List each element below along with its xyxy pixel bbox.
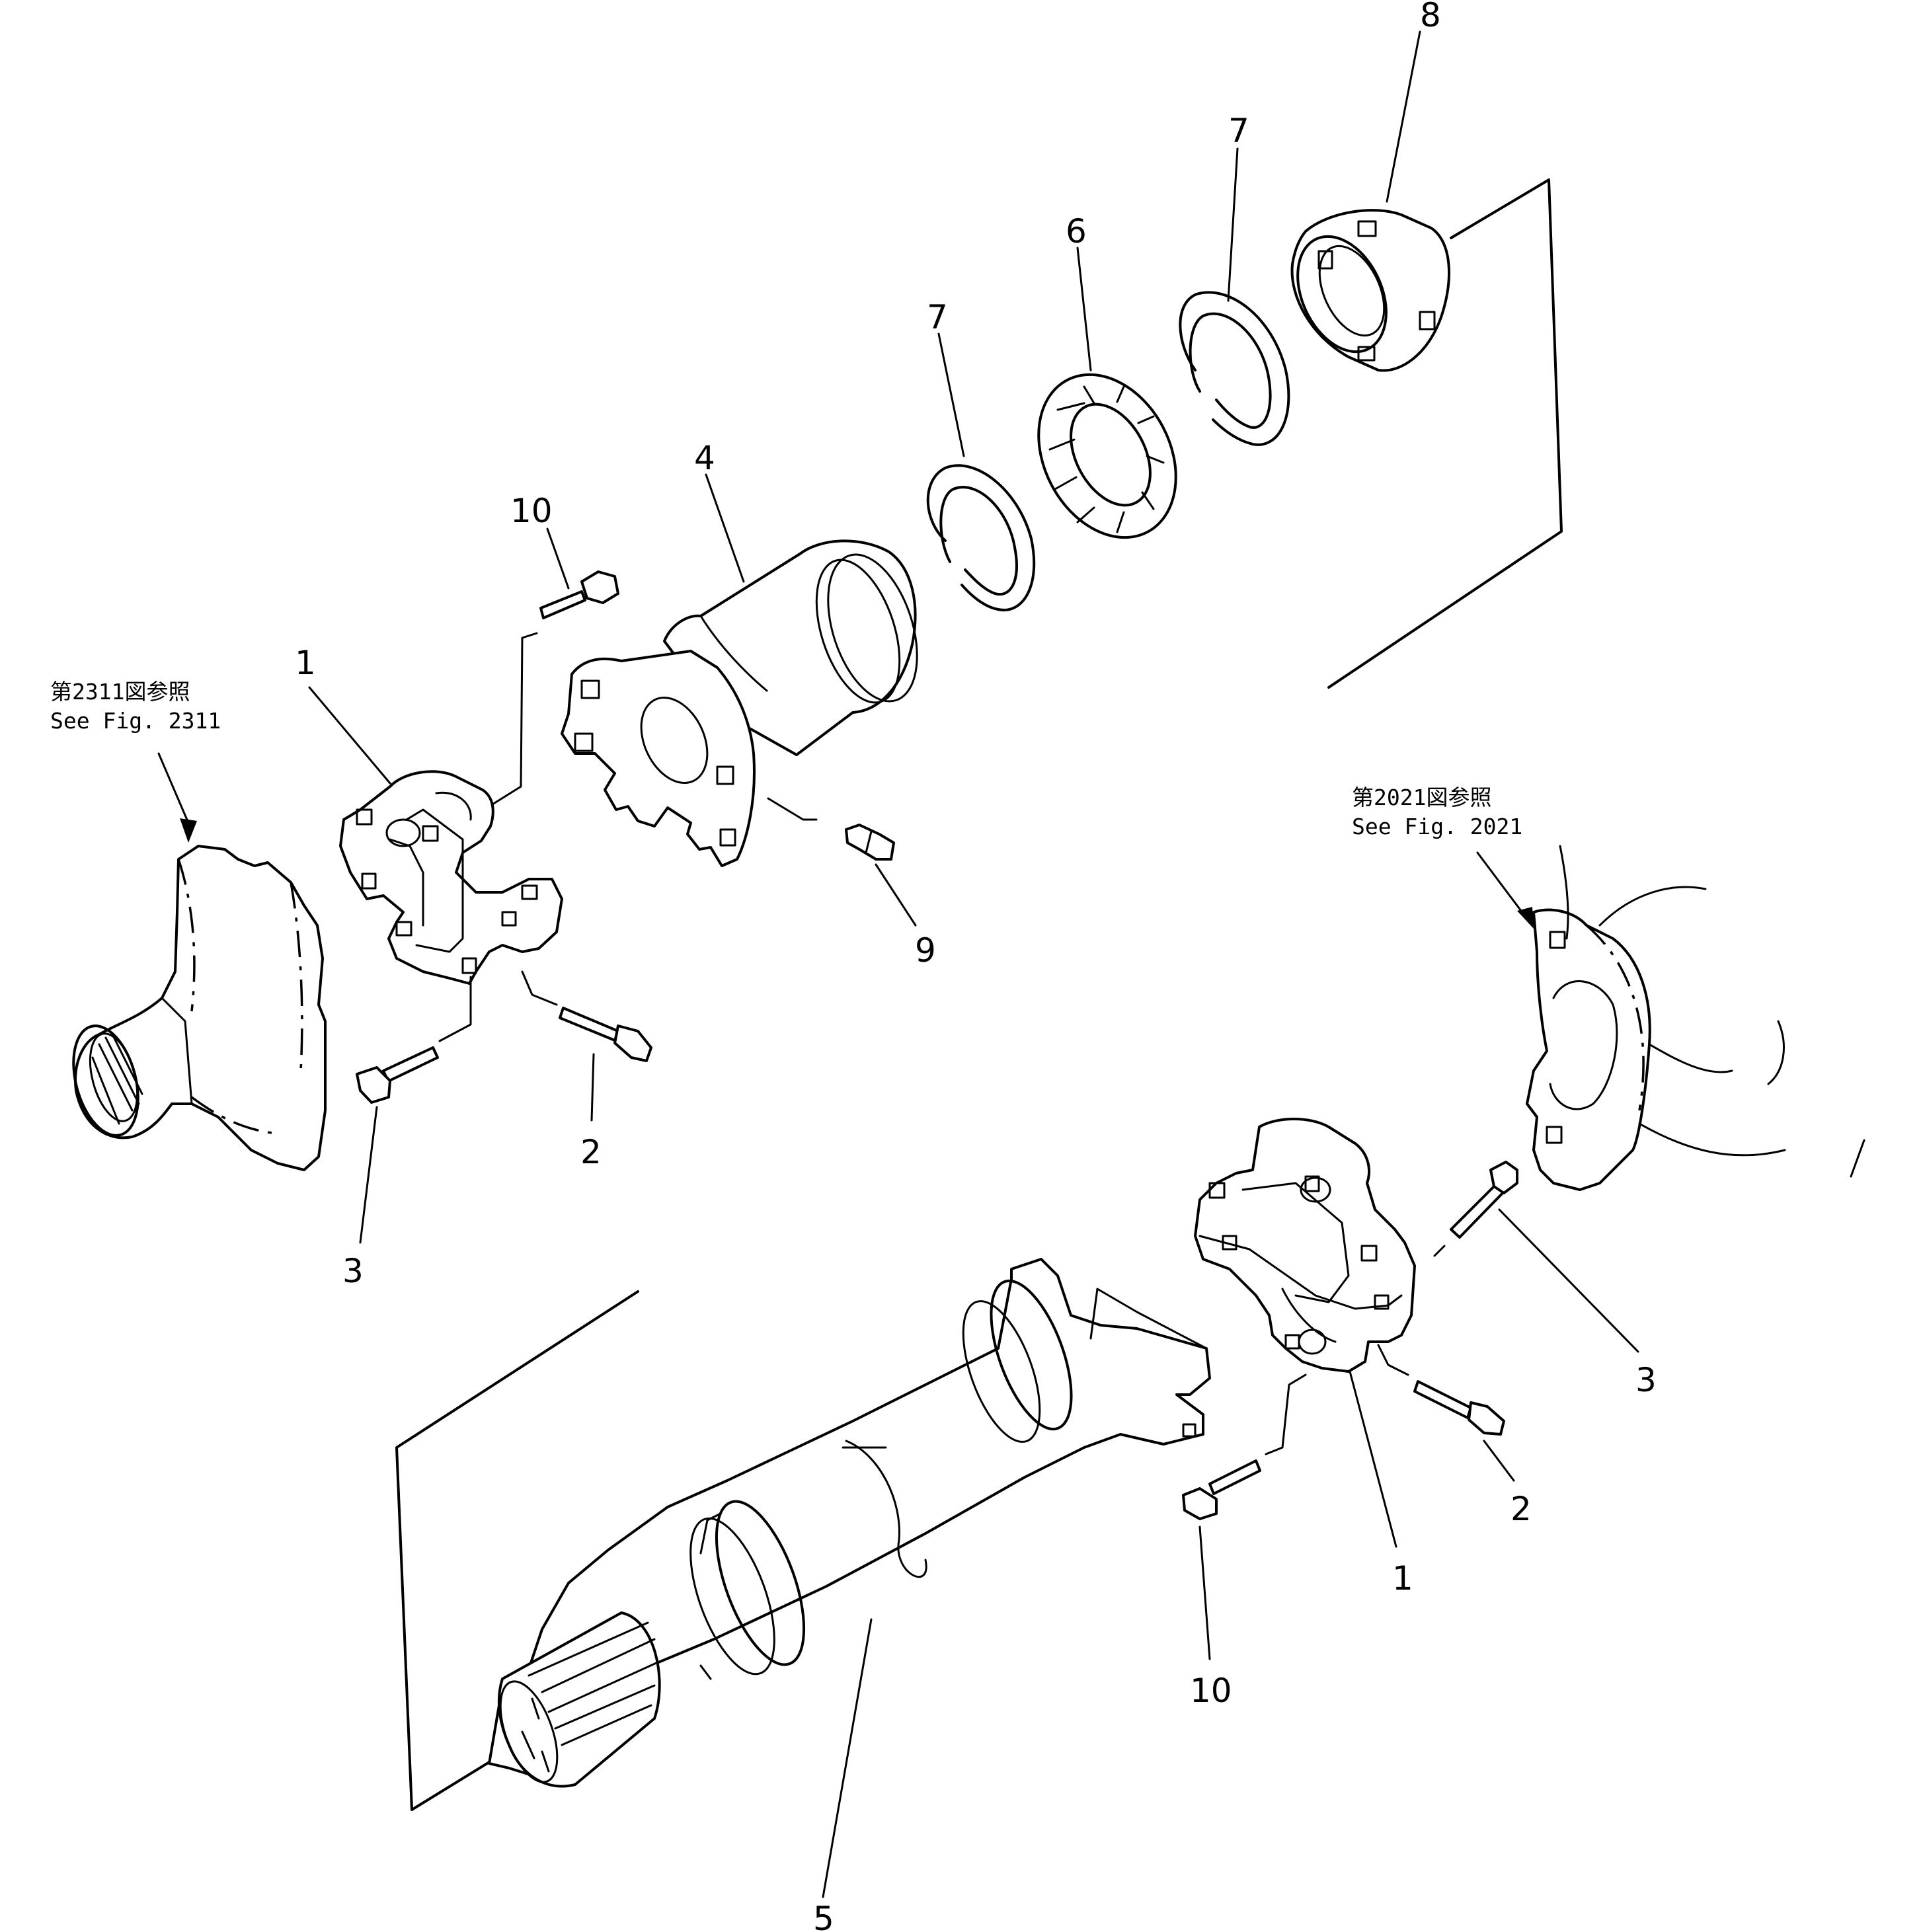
part-6-bearing (1037, 373, 1177, 539)
leader-1-lower (1349, 1370, 1397, 1548)
part-2-bolt-lower (1377, 1344, 1505, 1436)
leader-9 (875, 863, 917, 927)
part-3-bolt-upper (356, 1046, 439, 1104)
part-8-bearing-cage (1290, 209, 1450, 372)
reference-arrow-fig2311 (157, 752, 197, 843)
leader-6 (1076, 247, 1092, 371)
leader-1-upper (308, 686, 391, 785)
callout-10-upper: 10 (510, 492, 553, 530)
callout-3-upper: 3 (342, 1252, 364, 1290)
callout-1-lower: 1 (1392, 1559, 1413, 1598)
part-1-universal-joint-lower (1194, 1118, 1416, 1373)
part-10-bolt-lower (1182, 1459, 1261, 1520)
callout-6: 6 (1066, 212, 1087, 251)
part-9-grease-nipple (845, 824, 895, 861)
callout-10-lower: 10 (1190, 1672, 1232, 1710)
reference-arrow-fig2021 (1476, 851, 1534, 929)
leader-7-left (937, 332, 965, 457)
callout-7-right: 7 (1228, 112, 1249, 150)
part-1-universal-joint-upper (339, 770, 563, 985)
upper-group-bracket (1327, 178, 1563, 689)
part-5-propeller-shaft (488, 1258, 1211, 1788)
callout-5: 5 (813, 1900, 834, 1932)
leader-2-lower (1483, 1440, 1515, 1482)
reference-note-left-en: See Fig. 2311 (50, 708, 221, 734)
reference-note-left-jp: 第2311図参照 (50, 679, 190, 705)
reference-note-right-jp: 第2021図参照 (1352, 785, 1491, 810)
leader-1b-pointer (1265, 1373, 1307, 1455)
part-7-snap-ring-right (1179, 291, 1290, 446)
leader-3-upper (359, 1106, 378, 1244)
callout-1-upper: 1 (295, 644, 316, 682)
leader-7-right (1227, 147, 1239, 302)
part-7-snap-ring-left (926, 464, 1036, 611)
leader-1a-pointer (438, 976, 472, 1042)
callout-2-upper: 2 (580, 1133, 602, 1171)
leader-2-upper (590, 1053, 595, 1122)
axle-housing-fig2021 (1526, 845, 1865, 1191)
flange-housing-fig2311 (72, 845, 327, 1171)
reference-note-right-en: See Fig. 2021 (1352, 814, 1522, 839)
callout-4: 4 (694, 439, 715, 477)
leader-3-lower (1498, 1208, 1639, 1353)
part-10-bolt-upper (488, 570, 619, 808)
leader-4 (705, 473, 745, 583)
callout-9: 9 (915, 931, 936, 970)
part-4-slip-yoke (561, 539, 918, 867)
callout-2-lower: 2 (1511, 1490, 1532, 1528)
lower-group-bracket (395, 1290, 639, 1811)
callout-7-left: 7 (927, 298, 948, 336)
part-3-bolt-lower (1433, 1161, 1518, 1257)
leader-5 (822, 1618, 873, 1898)
callout-3-lower: 3 (1635, 1361, 1657, 1399)
leader-8 (1386, 30, 1421, 203)
callout-8: 8 (1420, 0, 1441, 34)
leader-10-upper (546, 527, 570, 590)
leader-10-lower (1198, 1526, 1211, 1660)
part-2-bolt-upper (521, 970, 652, 1062)
